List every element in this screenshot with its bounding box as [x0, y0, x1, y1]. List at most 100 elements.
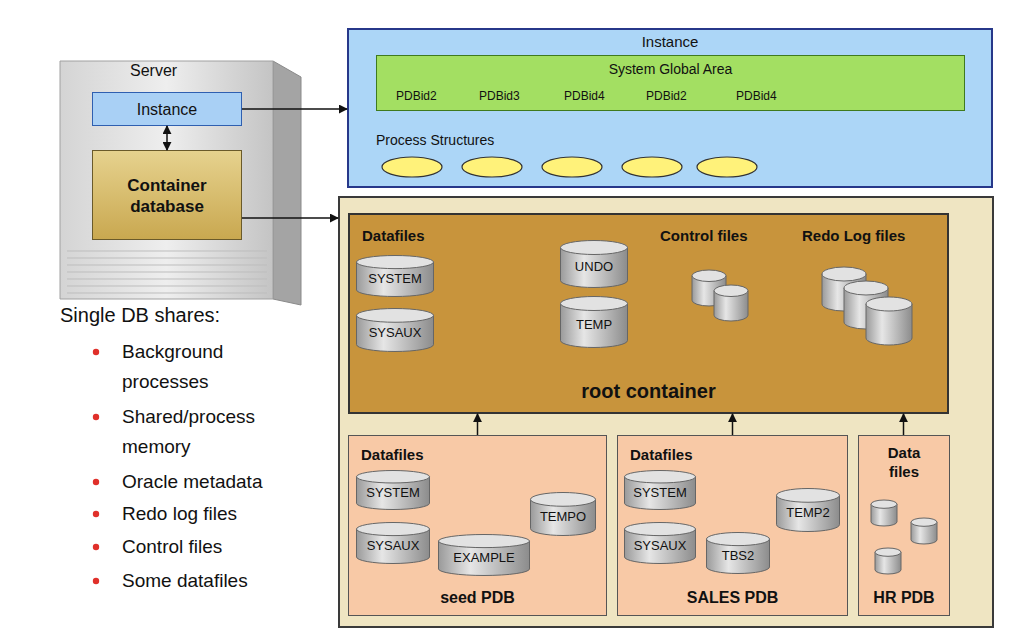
node-label: PDBid2 [396, 89, 437, 104]
process-ellipse [697, 157, 757, 177]
bullet-text: Shared/process memory [122, 402, 292, 462]
database-box: Container database [92, 150, 242, 240]
node-title: Instance [642, 33, 699, 52]
bullet-text: Control files [122, 532, 222, 562]
connector-arrow [732, 414, 734, 435]
cylinder-top [714, 285, 748, 297]
temp-cylinder: TEMP [560, 296, 628, 348]
cylinder-top [561, 297, 628, 311]
cylinder-label: SYSTEM [368, 271, 421, 287]
file-cylinder [875, 548, 901, 574]
cylinder-top [844, 281, 888, 295]
process-ellipse [622, 157, 682, 177]
connector-arrow [477, 414, 479, 435]
cylinder-label: SYSTEM [366, 485, 419, 501]
cylinder-top [357, 256, 434, 269]
process-ellipse [542, 157, 602, 177]
cylinder-top [707, 533, 770, 546]
process-ellipse [462, 157, 522, 177]
sga-box: System Global AreaPDBid2 PDBid3 PDBid4 PDBi… [376, 55, 965, 111]
cylinder-top [357, 309, 434, 323]
temp-cylinder: TEMP2 [776, 488, 840, 532]
file-cylinder [871, 500, 897, 526]
connector-arrow [242, 217, 338, 219]
node-label: Control files [660, 227, 748, 246]
cylinder-top [439, 535, 530, 548]
bullet-dot [93, 349, 99, 584]
datafile-cylinder: SYSAUX [356, 308, 434, 352]
node-title: Data files [879, 444, 929, 482]
cylinder-top [777, 489, 840, 503]
node-title: Datafiles [361, 446, 424, 465]
datafile-cylinder: TBS2 [706, 532, 770, 574]
sales-pdb: DatafilesSALES PDB SYSTEM SYSAUX TBS2 TEMP2 [617, 435, 848, 616]
cylinder-top [911, 518, 937, 526]
seed-pdb: Datafiles seed PDB SYSTEM SYSAUX EXAMPLE TEMP… [348, 435, 607, 616]
node-title: Instance [137, 100, 197, 120]
node-title: System Global Area [609, 61, 733, 79]
root-container: Datafiles Control files Redo Log files root… [348, 213, 949, 414]
node-label: PDBid4 [564, 89, 605, 104]
instance-box: Instance [92, 92, 242, 126]
cylinder-top [531, 493, 596, 507]
datafile-cylinder: SYSAUX [624, 522, 696, 564]
container-panel: Datafiles Control files Redo Log files root… [338, 196, 994, 628]
temp-cylinder: TEMPO [530, 492, 596, 536]
node-label: HR PDB [873, 588, 934, 608]
connector-arrow [242, 108, 347, 110]
connector-arrow [903, 414, 905, 435]
cylinder-label: SYSAUX [369, 325, 422, 341]
cylinder-label: TEMP2 [786, 505, 829, 521]
server-tower: ServerInstanceContainer database [55, 55, 305, 305]
cylinder-label: SYSAUX [367, 538, 420, 554]
file-cylinder [911, 518, 937, 544]
node-label: PDBid4 [736, 89, 777, 104]
cylinder-top [357, 471, 430, 483]
instance-panel: InstanceProcess Structures System Global … [347, 28, 993, 188]
cylinder-top [692, 270, 726, 282]
datafile-cylinder: SYSTEM [624, 470, 696, 510]
node-label: Process Structures [376, 132, 494, 150]
cylinder-top [875, 548, 901, 556]
node-label: PDBid2 [646, 89, 687, 104]
cylinder-top [561, 241, 628, 255]
node-title: Datafiles [362, 227, 425, 246]
process-ellipse [382, 157, 442, 177]
cylinder-label: UNDO [575, 259, 613, 275]
cylinder-top [866, 297, 912, 311]
datafile-cylinder: SYSAUX [356, 522, 430, 564]
node-label: Redo Log files [802, 227, 905, 246]
cylinder-top [625, 523, 696, 536]
server-side [273, 61, 301, 305]
cylinder-top [871, 500, 897, 508]
cylinder-label: TEMPO [540, 509, 586, 525]
cylinder-label: TBS2 [722, 548, 755, 564]
cylinder-label: SYSAUX [634, 538, 687, 554]
cylinder-label: TEMP [576, 317, 612, 333]
bullet-text: Oracle metadata [122, 467, 262, 497]
file-cylinder [714, 285, 748, 321]
undo-cylinder: UNDO [560, 240, 628, 288]
datafile-cylinder: SYSTEM [356, 470, 430, 510]
file-cylinder [866, 297, 912, 345]
cylinder-label: EXAMPLE [453, 550, 514, 566]
node-label: root container [581, 379, 715, 404]
cylinder-label: SYSTEM [633, 485, 686, 501]
server-front [60, 61, 273, 299]
cylinder-top [625, 471, 696, 483]
bullet-text: Redo log files [122, 499, 237, 529]
bullet-text: Some datafiles [122, 566, 248, 596]
bullet-text: Background processes [122, 337, 292, 397]
server-grooves [67, 251, 267, 293]
connector-arrow [166, 126, 168, 150]
node-label: PDBid3 [479, 89, 520, 104]
datafile-cylinder: EXAMPLE [438, 534, 530, 576]
node-title: Container database [97, 175, 237, 218]
node-shape [93, 151, 243, 241]
node-title: Datafiles [630, 446, 693, 465]
node-title: Server [130, 61, 177, 81]
node-label: seed PDB [440, 588, 515, 608]
datafile-cylinder: SYSTEM [356, 255, 434, 297]
node-label: SALES PDB [687, 588, 779, 608]
